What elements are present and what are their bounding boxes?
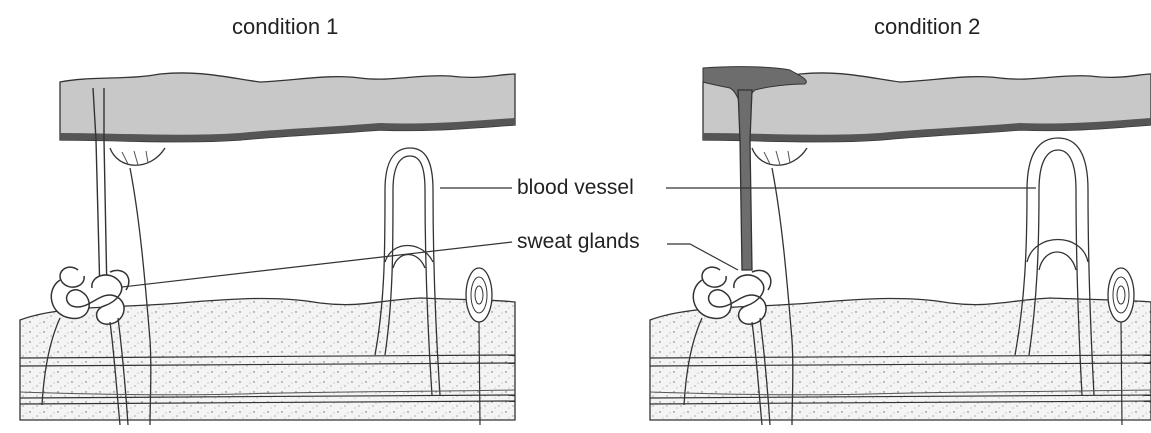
skin-section-condition-1 (20, 73, 515, 425)
condition-1-title: condition 1 (232, 14, 338, 40)
blood-vessel-branch (393, 255, 425, 269)
leader-sweat-right (667, 244, 738, 270)
skin-section-condition-2 (650, 67, 1151, 425)
blood-vessel-label: blood vessel (515, 176, 636, 200)
blood-vessel-branch (1039, 252, 1076, 270)
pacinian-corpuscle (1108, 268, 1134, 322)
pacinian-corpuscle (466, 268, 492, 322)
sweat-glands-label: sweat glands (515, 230, 642, 254)
condition-2-title: condition 2 (874, 14, 980, 40)
leader-sweat-left (122, 242, 512, 287)
sweat-duct-filled (738, 90, 752, 270)
blood-vessel-branch (1027, 240, 1088, 263)
